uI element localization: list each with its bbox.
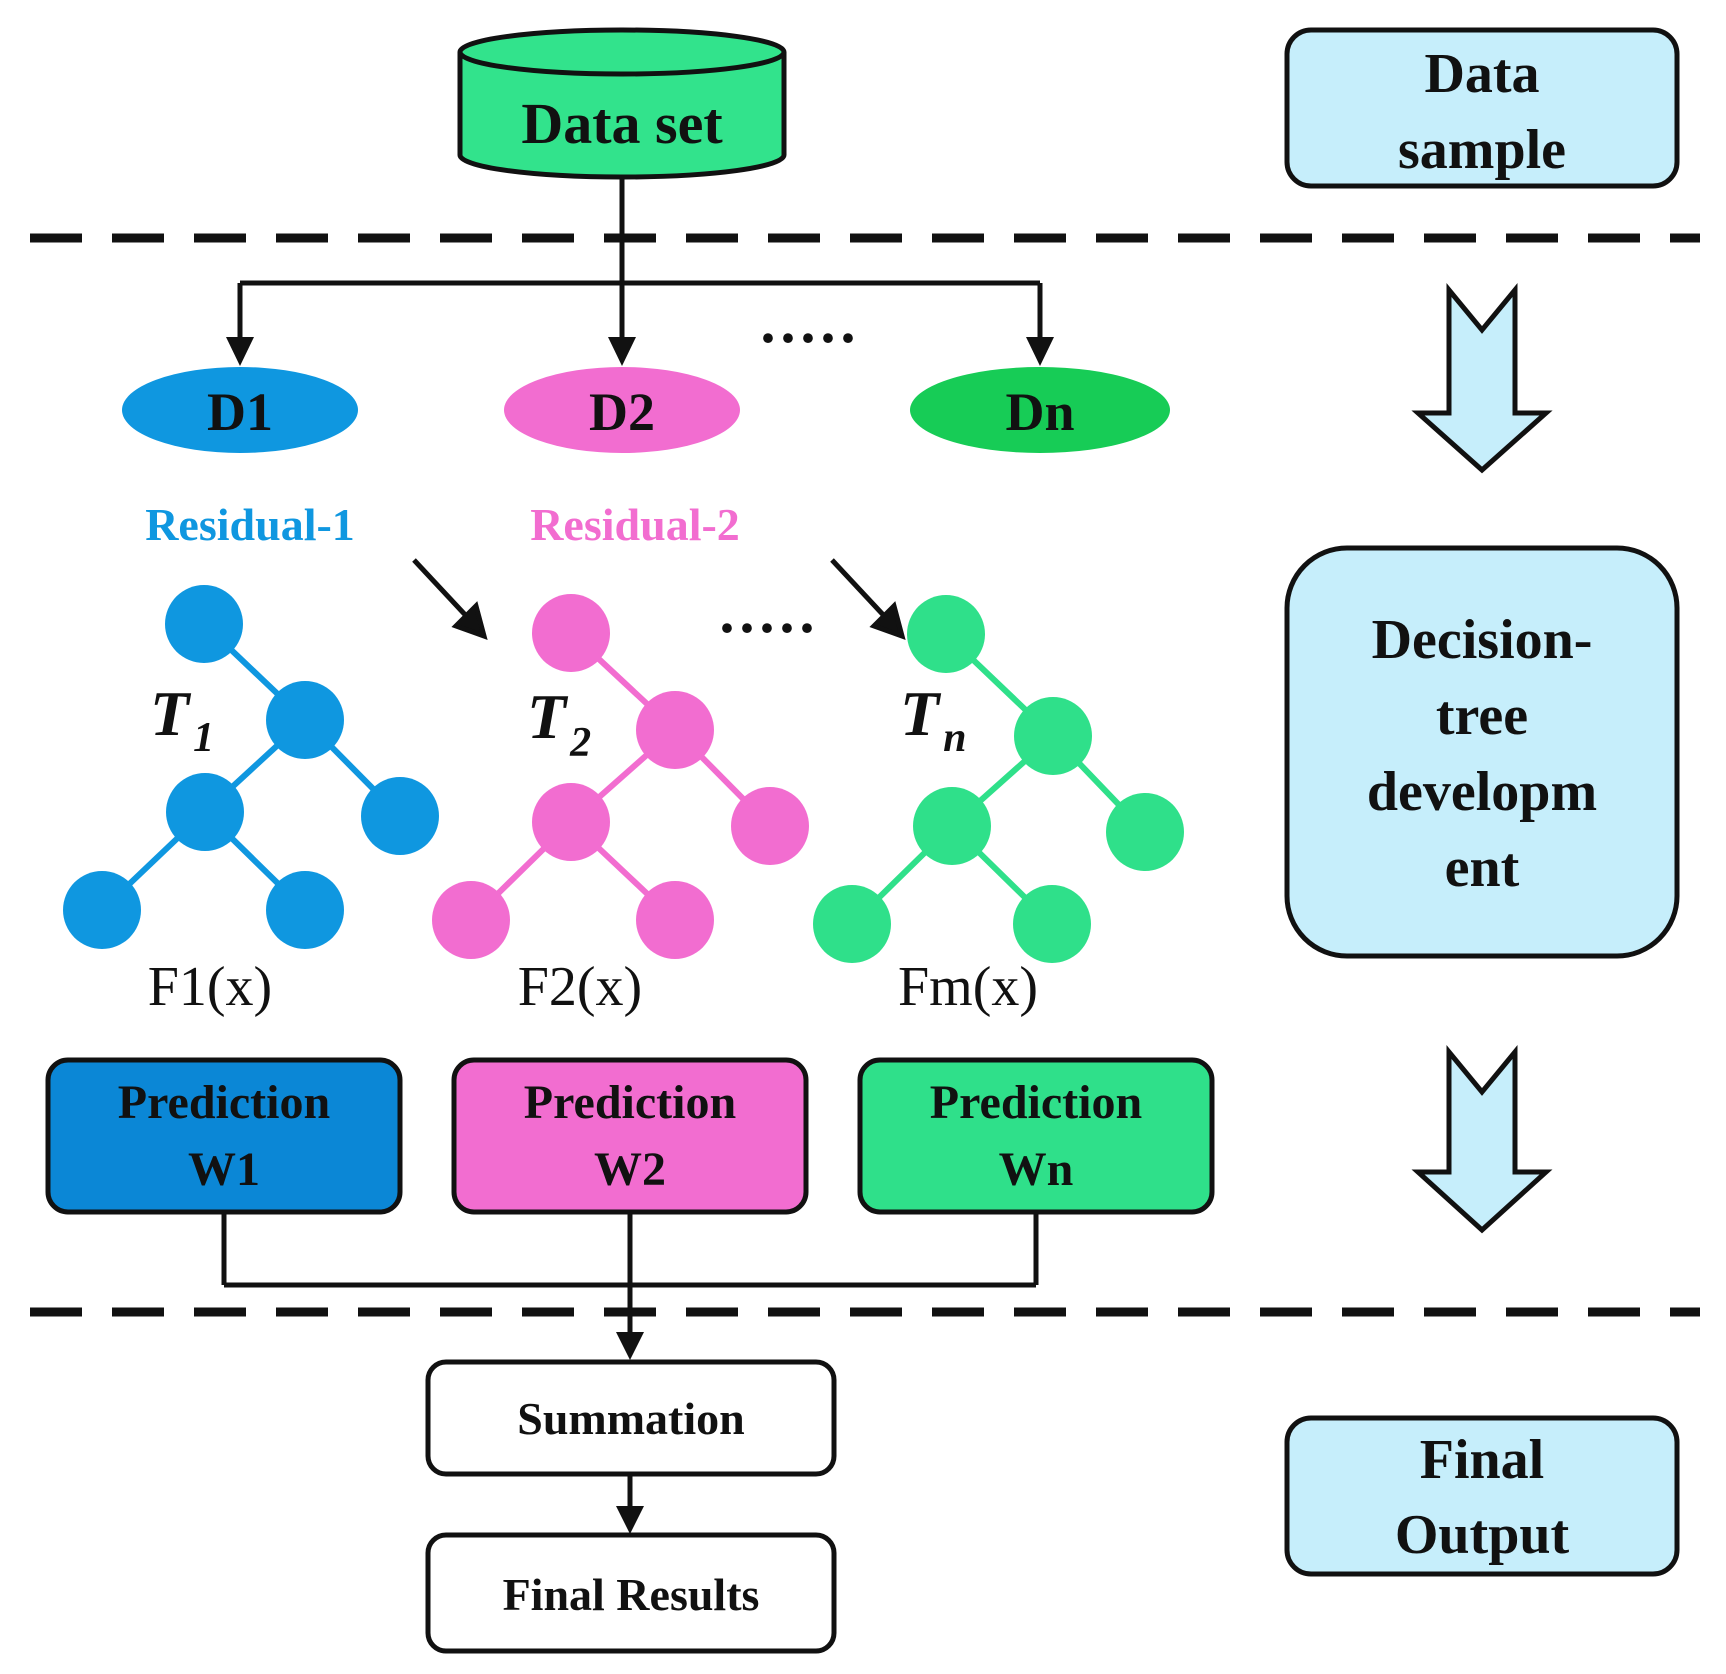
stage-arrow-down-2 [1411,1045,1553,1234]
tree-n-node [813,885,891,963]
tree-2-node [432,881,510,959]
dataset-branches [237,177,1043,358]
prediction-n-line2: Wn [999,1143,1074,1196]
stage-final-output-line2: Output [1395,1504,1570,1566]
residual-arrows [412,558,906,640]
stage-final-output-line1: Final [1420,1429,1544,1491]
merge-arrowhead [616,1332,644,1360]
residual-2-label: Residual-2 [530,499,740,550]
tree-1-node [63,871,141,949]
tree-2-node [731,787,809,865]
tree-n-function: Fm(x) [898,956,1038,1018]
tree-n-node [913,787,991,865]
ellipsis-middle: ····· [717,595,817,661]
stage-decision-tree-line3: developm [1367,761,1597,823]
stage-final-output: Final Output [1284,1415,1680,1577]
final-results-label: Final Results [503,1569,760,1620]
dataset-cylinder: Data set [457,27,787,180]
subset-dn-label: Dn [1005,382,1074,442]
dataset-label: Data set [521,91,723,156]
prediction-box-2: Prediction W2 [451,1057,809,1215]
tree-1-function: F1(x) [148,956,272,1018]
summation-box: Summation [425,1359,837,1477]
summation-label: Summation [517,1393,744,1444]
subset-d1: D1 [122,367,358,453]
tree-2: T2 F2(x) [432,594,809,1018]
subset-d2: D2 [504,367,740,453]
tree-n-node [1106,793,1184,871]
tree-2-node [532,594,610,672]
tree-n-node [1013,885,1091,963]
stage-decision-tree-line2: tree [1436,685,1528,747]
branch-arrowheads [226,337,1054,366]
final-results-box: Final Results [425,1532,837,1654]
tree-1-node [361,777,439,855]
summation-to-final-arrowhead [616,1506,644,1534]
tree-1-node [266,681,344,759]
tree-1-symbol: T1 [150,678,214,761]
tree-2-symbol: T2 [527,681,591,766]
stage-decision-tree-line1: Decision- [1372,609,1593,671]
prediction-box-1: Prediction W1 [45,1057,403,1215]
tree-n-symbol: Tn [900,678,966,761]
tree-2-node [636,881,714,959]
stage-data-sample: Data sample [1284,27,1680,189]
tree-2-node [532,783,610,861]
subset-d1-label: D1 [207,382,273,442]
subset-d2-label: D2 [589,382,655,442]
tree-1-node [165,585,243,663]
tree-n: Tn Fm(x) [813,595,1184,1018]
residual-1-label: Residual-1 [145,499,355,550]
tree-n-node [907,595,985,673]
tree-1-node [266,871,344,949]
ellipsis-top: ····· [758,305,858,371]
prediction-n-line1: Prediction [930,1076,1142,1129]
tree-2-function: F2(x) [518,956,642,1018]
prediction-box-n: Prediction Wn [857,1057,1215,1215]
stage-decision-tree: Decision- tree developm ent [1284,545,1680,959]
prediction-1-line2: W1 [188,1143,260,1196]
tree-n-node [1014,697,1092,775]
subset-dn: Dn [910,367,1170,453]
stage-data-sample-line1: Data [1424,43,1539,105]
stage-data-sample-line2: sample [1398,119,1566,181]
merge-connectors [221,1212,1039,1350]
prediction-2-line2: W2 [594,1143,666,1196]
tree-1: T1 F1(x) [63,585,439,1018]
tree-2-node [636,691,714,769]
stage-arrow-down-1 [1411,283,1553,474]
prediction-2-line1: Prediction [524,1076,736,1129]
tree-1-node [166,773,244,851]
stage-decision-tree-line4: ent [1445,837,1520,899]
prediction-1-line1: Prediction [118,1076,330,1129]
